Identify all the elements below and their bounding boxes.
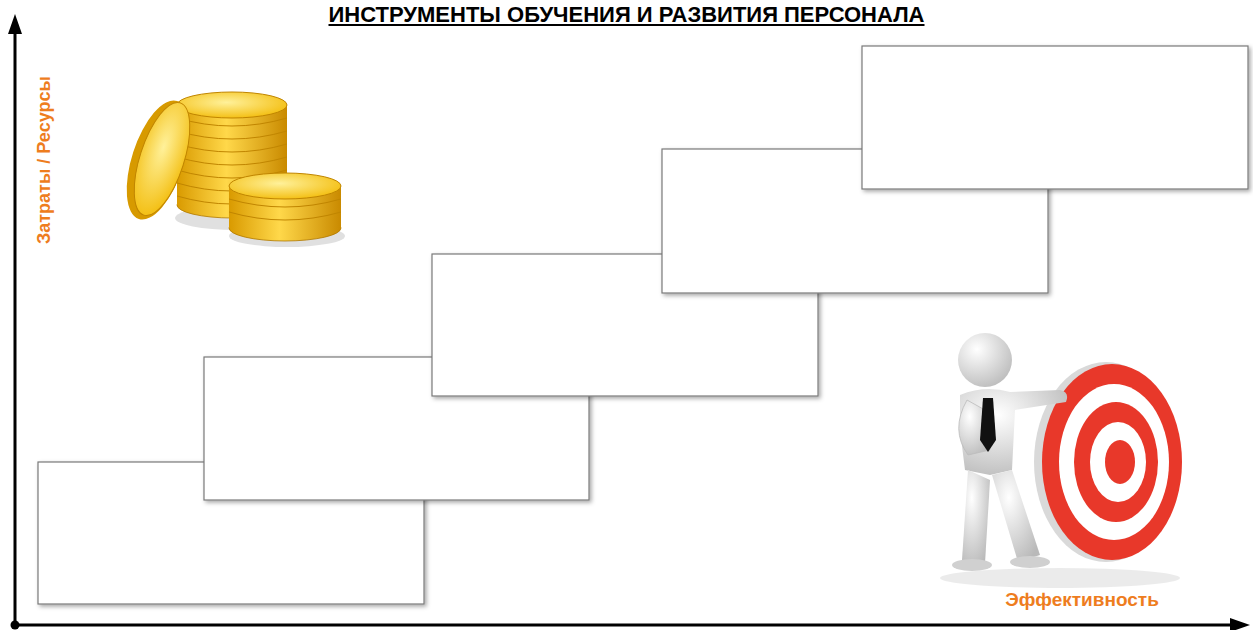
coins-picture (114, 92, 345, 247)
axis-label: Затраты / Ресурсы (34, 76, 55, 244)
step-box (862, 46, 1248, 189)
man-with-target-picture (940, 333, 1182, 588)
axis-label: Эффективность (1005, 589, 1159, 611)
title: ИНСТРУМЕНТЫ ОБУЧЕНИЯ И РАЗВИТИЯ ПЕРСОНАЛ… (0, 2, 1253, 28)
step-boxes (38, 46, 1248, 604)
axes (8, 14, 1250, 630)
